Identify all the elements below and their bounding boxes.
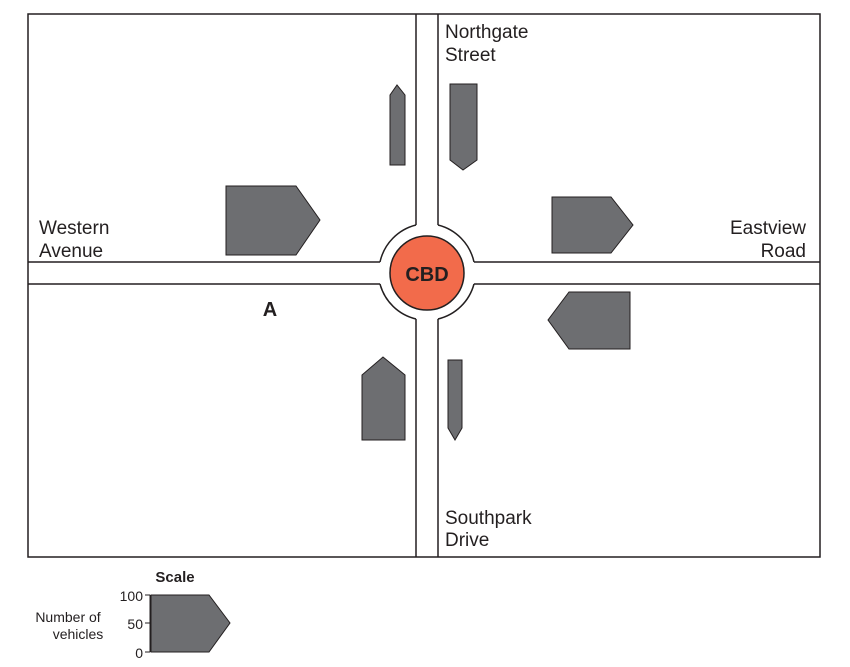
- eastview-inbound-arrow: [547, 291, 631, 350]
- eastview-label-line2: Road: [761, 241, 806, 262]
- southpark-inbound-arrow: [361, 356, 406, 441]
- scale-axis-label-line1: Number of: [35, 609, 100, 625]
- traffic-arrows: [225, 83, 634, 441]
- scale-title: Scale: [155, 569, 194, 586]
- cbd-circle: [389, 235, 465, 311]
- northgate-outbound-arrow: [389, 84, 406, 166]
- western-label-line2: Avenue: [39, 241, 103, 262]
- scale-tick-label-0: 0: [135, 645, 143, 661]
- northgate-inbound-arrow: [449, 83, 478, 171]
- southpark-label-line2: Drive: [445, 530, 489, 551]
- cbd-label: CBD: [405, 264, 448, 286]
- western-inbound-arrow: [225, 185, 321, 256]
- road-network: [28, 14, 820, 557]
- northgate-label-line2: Street: [445, 45, 496, 66]
- roundabout-edge-nw: [379, 224, 417, 263]
- scale-arrow: [150, 594, 231, 653]
- roundabout-edge-ne: [437, 224, 475, 263]
- northgate-label-line1: Northgate: [445, 22, 528, 43]
- eastview-label-line1: Eastview: [730, 218, 806, 239]
- scale-tick-label-100: 100: [120, 588, 144, 604]
- southpark-outbound-arrow: [447, 359, 463, 441]
- scale-tick-label-50: 50: [127, 616, 143, 632]
- scale-legend: Scale Number of vehicles 100 50 0: [35, 569, 231, 661]
- point-a-label: A: [263, 299, 277, 321]
- southpark-label-line1: Southpark: [445, 508, 532, 529]
- eastview-outbound-arrow: [551, 196, 634, 254]
- roundabout-edge-se: [437, 283, 475, 320]
- scale-axis-label-line2: vehicles: [53, 626, 104, 642]
- roundabout-edge-sw: [379, 283, 417, 320]
- western-label-line1: Western: [39, 218, 109, 239]
